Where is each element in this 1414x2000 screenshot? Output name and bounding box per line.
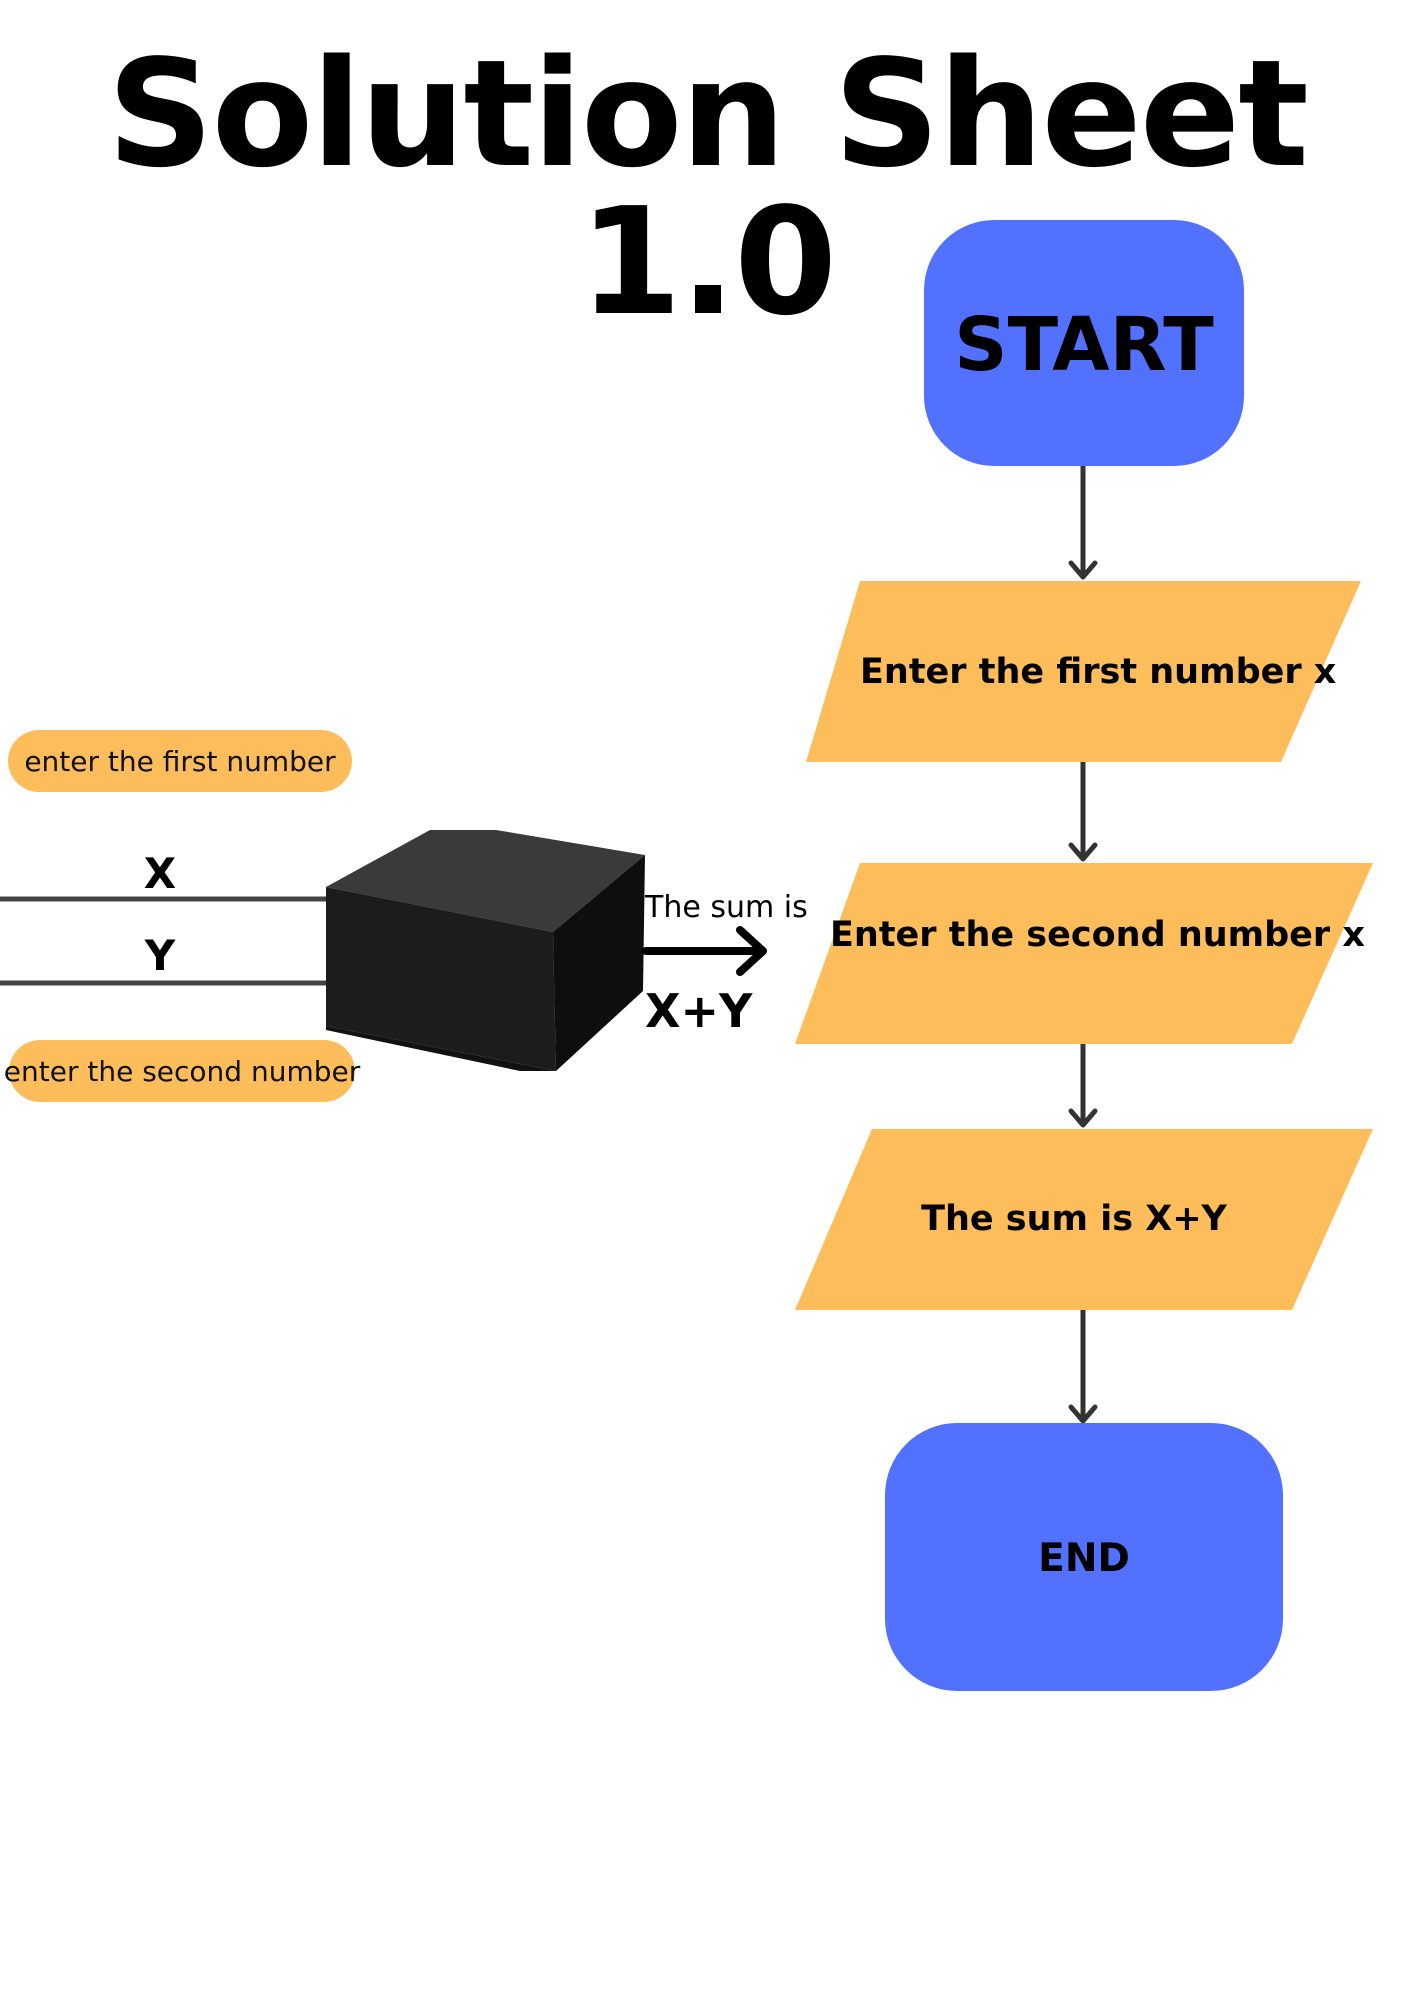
input-second-label: enter the second number [3,1054,361,1088]
step2-parallelogram [795,863,1373,1044]
input-y-label: Y [144,931,176,980]
start-terminal [924,220,1244,466]
output-arrow [642,926,767,976]
step3-label: The sum is X+Y [921,1199,1227,1239]
start-label: START [954,302,1214,388]
input-x-label: X [143,849,177,898]
step3-parallelogram [795,1129,1373,1310]
step1-label: Enter the first number x [860,652,1337,692]
input-second-pill: enter the second number [4,1040,360,1102]
flow-connectors [1068,466,1098,1424]
step2-label: Enter the second number x [830,915,1365,955]
input-first-pill: enter the first number [8,730,352,792]
output-value: X+Y [645,984,753,1038]
end-label: END [1038,1536,1130,1581]
input-first-label: enter the first number [24,744,336,778]
step1-parallelogram [806,581,1361,762]
black-box-cube [326,830,645,1071]
page-title: Solution Sheet 1.0 [107,28,1309,348]
end-terminal [885,1423,1283,1691]
output-caption: The sum is [645,890,808,925]
